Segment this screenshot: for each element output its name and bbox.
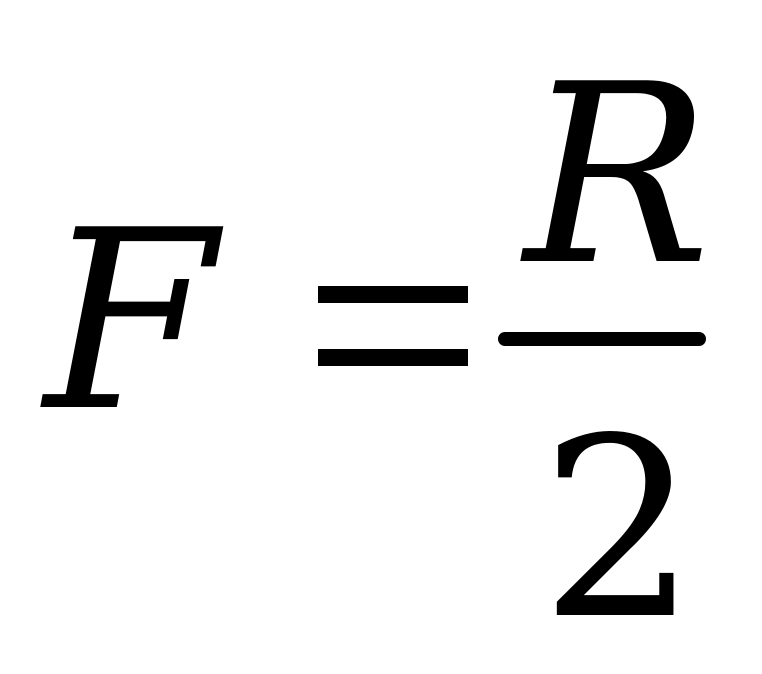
variable-f: F <box>44 178 217 466</box>
formula: F = R 2 <box>44 32 711 674</box>
equals-sign: = <box>318 286 468 366</box>
fraction-numerator: R <box>524 32 711 320</box>
fraction-denominator: 2 <box>540 386 698 674</box>
equals-bar-top <box>318 286 468 303</box>
equals-bar-bottom <box>318 349 468 366</box>
fraction-bar <box>498 332 706 346</box>
